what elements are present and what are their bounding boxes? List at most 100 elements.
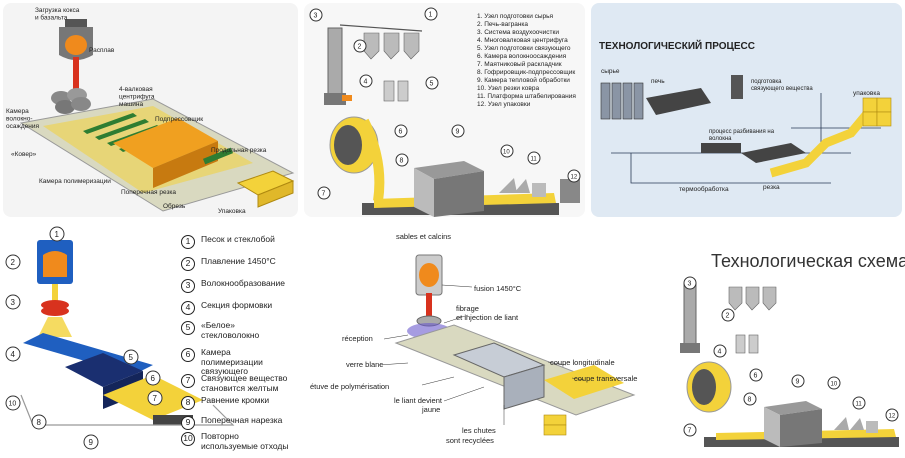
cs-tower — [683, 282, 697, 348]
feed-conveyor — [339, 24, 423, 32]
cs-binder-tanks — [735, 334, 759, 354]
legend-item-7: 7. Маятниковый раскладчик — [477, 61, 562, 68]
label-cutting: резка — [763, 184, 780, 191]
label-trim: Обрезь — [163, 202, 186, 210]
legend-item-1: 1. Узел подготовки сырья — [477, 13, 554, 20]
tile-tech-scheme-cropped[interactable]: Технологическая схема п 3 2 4 6 — [654, 225, 905, 456]
legend-item-4: 4. Многовалковая центрифуга — [477, 37, 568, 44]
label-long-cut: Продольная резка — [211, 147, 267, 154]
tile-plant-scheme[interactable]: 3 1 2 4 5 6 7 8 9 10 11 12 1. Узел подго… — [304, 3, 585, 217]
polymer-chamber-top — [65, 353, 143, 387]
svg-text:4: 4 — [11, 350, 16, 359]
raw-material-silos — [363, 32, 420, 60]
melt-glow — [65, 35, 87, 55]
fiberizing-unit — [701, 143, 741, 153]
fr-label-white: verre blanc — [346, 360, 383, 369]
svg-text:6: 6 — [151, 374, 156, 383]
cs-silos — [728, 286, 777, 311]
glass-stream — [52, 284, 58, 302]
svg-text:4: 4 — [364, 79, 368, 86]
legend-item-9: 9. Камера тепловой обработки — [477, 77, 570, 84]
cupola-tower — [327, 27, 343, 99]
fr-label-long-cut: coupe longitudinale — [550, 358, 615, 367]
label-curing: Камера полимеризации — [39, 178, 111, 185]
svg-text:1: 1 — [429, 12, 433, 19]
label-pack: Упаковка — [218, 208, 246, 215]
svg-text:8: 8 — [400, 158, 404, 165]
svg-text:11: 11 — [531, 156, 538, 162]
svg-text:3: 3 — [314, 13, 318, 20]
cutting-stations — [499, 178, 580, 203]
svg-text:10: 10 — [831, 381, 838, 387]
label-melt: Расплав — [89, 47, 115, 54]
label-heat-treatment: термообработка — [679, 185, 729, 193]
svg-text:10: 10 — [9, 401, 17, 408]
svg-text:5: 5 — [430, 81, 434, 88]
legend-item-10: 10. Узел резки ковра — [477, 85, 540, 92]
legend-item-8: 8. Гофрировщик-подпрессовщик — [477, 69, 576, 76]
binder-tank — [731, 75, 743, 99]
wool-conveyor-vertical — [359, 118, 385, 202]
svg-text:10: 10 — [503, 149, 510, 155]
svg-text:4: 4 — [718, 349, 722, 356]
cs-tower-base — [680, 343, 700, 353]
svg-text:2: 2 — [11, 258, 16, 267]
glass-melt — [43, 251, 67, 277]
fr-label-fusion: fusion 1450°C — [474, 284, 522, 293]
svg-text:5: 5 — [129, 353, 134, 362]
legend-item-2: 2. Печь-вагранка — [477, 21, 529, 28]
label-prepress: Подпрессовщик — [155, 116, 203, 123]
svg-text:7: 7 — [322, 191, 326, 198]
cross-cutter — [153, 415, 193, 425]
spinner-bottom — [41, 306, 69, 316]
fr-product — [544, 365, 624, 399]
cs-oven — [764, 401, 822, 447]
cropped-scheme-diagram: 3 2 4 6 8 9 7 10 11 12 — [680, 276, 899, 447]
fr-label-sand: sables et calcins — [396, 232, 451, 241]
legend-item-6: 6. Камера волокноосаждения — [477, 53, 567, 60]
melt-outlet — [342, 95, 352, 101]
waste-return-line — [20, 394, 235, 426]
charge-hopper — [65, 19, 87, 27]
fr-label-reception: réception — [342, 334, 373, 343]
tech-process-title: ТЕХНОЛОГИЧЕСКИЙ ПРОЦЕСС — [599, 39, 755, 52]
raw-silos — [600, 82, 644, 120]
svg-text:9: 9 — [796, 379, 800, 386]
fr-oven-side — [503, 364, 545, 410]
melting-furnace — [646, 88, 711, 115]
label-raw: сырье — [601, 68, 620, 75]
svg-text:3: 3 — [688, 281, 692, 288]
legend-item-12: 12. Узел упаковки — [477, 101, 531, 108]
fr-stack — [543, 414, 567, 436]
svg-text:3: 3 — [11, 298, 16, 307]
cs-number-markers: 3 2 4 6 8 9 7 10 11 12 — [683, 276, 899, 437]
svg-text:11: 11 — [856, 401, 863, 407]
svg-text:8: 8 — [748, 397, 752, 404]
scheme-number-markers: 3 1 2 4 5 6 7 8 9 10 11 12 — [309, 7, 581, 200]
legend-item-5: 5. Узел подготовки связующего — [477, 45, 571, 52]
curing-oven — [414, 161, 484, 217]
melt-stream — [73, 57, 79, 91]
fr-leader-lines — [378, 284, 585, 425]
tile-tech-process[interactable]: ТЕХНОЛОГИЧЕСКИЙ ПРОЦЕСС сырье печь подго… — [591, 3, 902, 217]
legend-row-5: 5«Белое» стекловолокно — [181, 320, 259, 340]
svg-text:9: 9 — [89, 438, 94, 447]
centrifuge-rolls — [51, 88, 91, 114]
svg-text:1: 1 — [55, 230, 60, 239]
fr-stream — [426, 293, 432, 317]
label-packing: упаковка — [853, 90, 880, 97]
